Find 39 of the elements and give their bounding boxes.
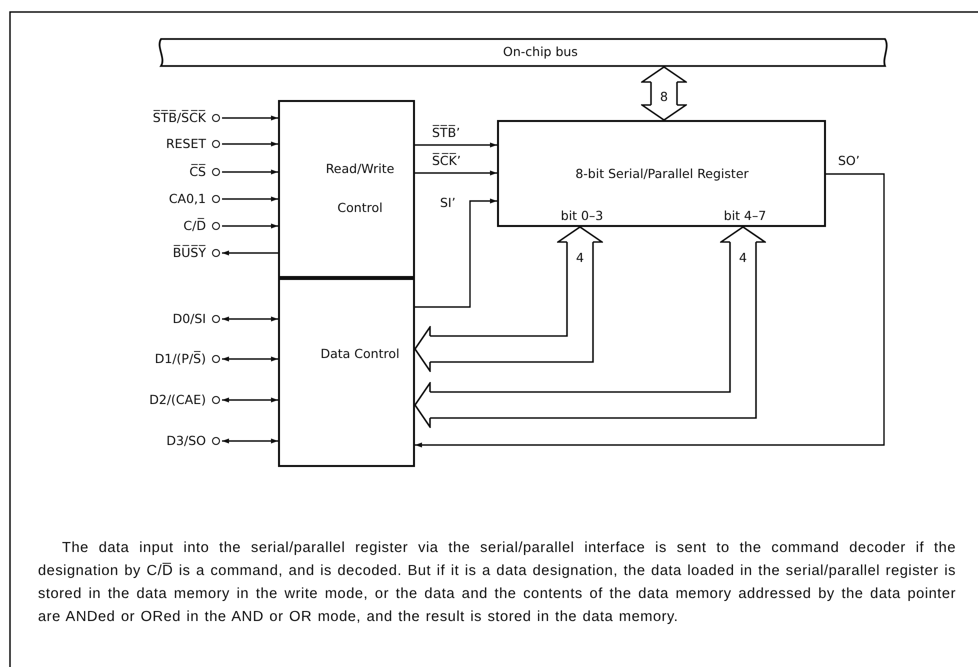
pin-label: D2/(CAE) <box>149 391 206 409</box>
control-block <box>278 100 415 278</box>
bus-band <box>158 38 888 67</box>
pin-label: D0/SI <box>172 310 206 328</box>
signal-line <box>222 316 278 322</box>
signal-line <box>222 398 278 402</box>
register-title: 8-bit Serial/Parallel Register <box>575 166 749 181</box>
bit-range-label: bit 0–3 <box>560 208 604 223</box>
signal-line <box>222 356 278 362</box>
signal-line <box>415 142 497 148</box>
signal-line <box>222 250 278 256</box>
edge-label: S̅T̅B̅’ <box>432 126 460 140</box>
pin-label: C/D̅ <box>183 217 206 235</box>
signal-line <box>222 438 278 444</box>
signal-line <box>222 224 278 228</box>
block-label: Read/Write Control <box>324 160 396 217</box>
register-block <box>497 120 826 227</box>
signal-line <box>415 170 497 176</box>
signal-line <box>415 173 885 448</box>
block-label: Data Control <box>320 345 400 363</box>
pin-label: S̅T̅B̅/S̅C̅K̅ <box>152 109 206 127</box>
pin-label: CA0,1 <box>168 190 206 208</box>
control-block <box>278 278 415 467</box>
signal-line <box>415 198 497 308</box>
edge-label: SO’ <box>838 154 860 168</box>
signal-line <box>222 116 278 120</box>
signal-line <box>222 196 278 202</box>
signal-line <box>222 170 278 174</box>
edge-label: SI’ <box>440 196 456 210</box>
pin-label: D3/SO <box>166 432 206 450</box>
bit-range-label: bit 4–7 <box>724 208 766 223</box>
pin-label: C̅S̅ <box>189 163 206 181</box>
pin-label: B̅U̅S̅Y̅ <box>172 244 206 262</box>
edge-label: S̅C̅K̅’ <box>432 154 461 168</box>
caption-paragraph: The data input into the serial/parallel register via the serial/parallel interface is sent to the command decoder if the designation by C/D̅ is a command, and is decoded. But if it is a data designation, the data loaded in the serial/parallel register is stored in the data memory in the write mode, or the data and the contents of the data memory addressed by the data pointer are ANDed or ORed in the AND or OR mode, and the result is stored in the data memory. <box>38 539 956 627</box>
bus-label: On-chip bus <box>503 44 578 59</box>
pin-label: D1/(P/S̅) <box>154 350 206 368</box>
signal-line <box>222 142 278 146</box>
pin-label: RESET <box>166 135 206 153</box>
